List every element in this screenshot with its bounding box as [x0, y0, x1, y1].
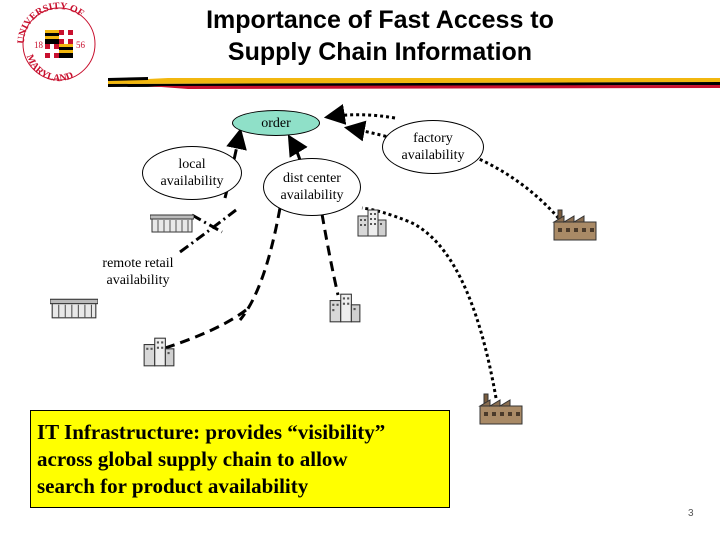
- factory-label-line-1: factory: [413, 131, 453, 146]
- factory-icon-2: [478, 393, 523, 425]
- slide-title: Importance of Fast Access to Supply Chai…: [150, 4, 610, 68]
- title-line-1: Importance of Fast Access to: [206, 6, 554, 34]
- dist-label-line-2: availability: [280, 188, 344, 203]
- title-line-2: Supply Chain Information: [227, 38, 533, 66]
- distribution-center-icon-3: [143, 337, 175, 367]
- it-infrastructure-callout: IT Infrastructure: provides “visibility”…: [30, 410, 450, 508]
- arrow-factory-to-order: [323, 104, 396, 125]
- callout-line-2: across global supply chain to allow: [37, 447, 348, 471]
- line-remote-to-local: [179, 208, 237, 254]
- maryland-flag-band: [108, 74, 720, 90]
- local-label-line-2: availability: [160, 174, 224, 189]
- dist-label-line-1: dist center: [283, 171, 341, 186]
- line-remote-curve: [164, 308, 247, 350]
- remote-retail-availability-node: remote retail availability: [90, 250, 186, 294]
- logo-year-left: 18: [34, 40, 44, 50]
- factory-label-line-2: availability: [401, 148, 465, 163]
- distribution-center-icon: [357, 209, 387, 237]
- local-availability-node: local availability: [142, 146, 242, 200]
- retail-store-icon: [150, 214, 194, 233]
- line-store-to-local: [191, 213, 223, 234]
- local-label-line-1: local: [178, 157, 206, 172]
- factory-icon: [552, 209, 597, 241]
- line-dist-to-remote-b: [320, 213, 340, 296]
- logo-year-right: 56: [76, 40, 86, 50]
- factory-availability-node: factory availability: [382, 120, 484, 174]
- order-node: order: [232, 110, 320, 136]
- remote-label-line-1: remote retail: [102, 256, 174, 271]
- university-seal-logo: UNIVERSITY OF MARYLAND 18 56: [16, 2, 96, 82]
- order-label: order: [261, 115, 291, 131]
- callout-line-3: search for product availability: [37, 474, 309, 498]
- page-number: 3: [688, 508, 694, 519]
- callout-line-1: IT Infrastructure: provides “visibility”: [37, 420, 386, 444]
- arrow-local-to-order: [223, 127, 247, 199]
- line-dist-to-remote-a: [238, 207, 282, 321]
- remote-label-line-2: availability: [106, 273, 170, 288]
- arrow-dist-to-order: [287, 134, 308, 161]
- dist-center-availability-node: dist center availability: [263, 158, 361, 216]
- retail-store-icon-remote: [50, 298, 98, 319]
- distribution-center-icon-2: [329, 293, 361, 323]
